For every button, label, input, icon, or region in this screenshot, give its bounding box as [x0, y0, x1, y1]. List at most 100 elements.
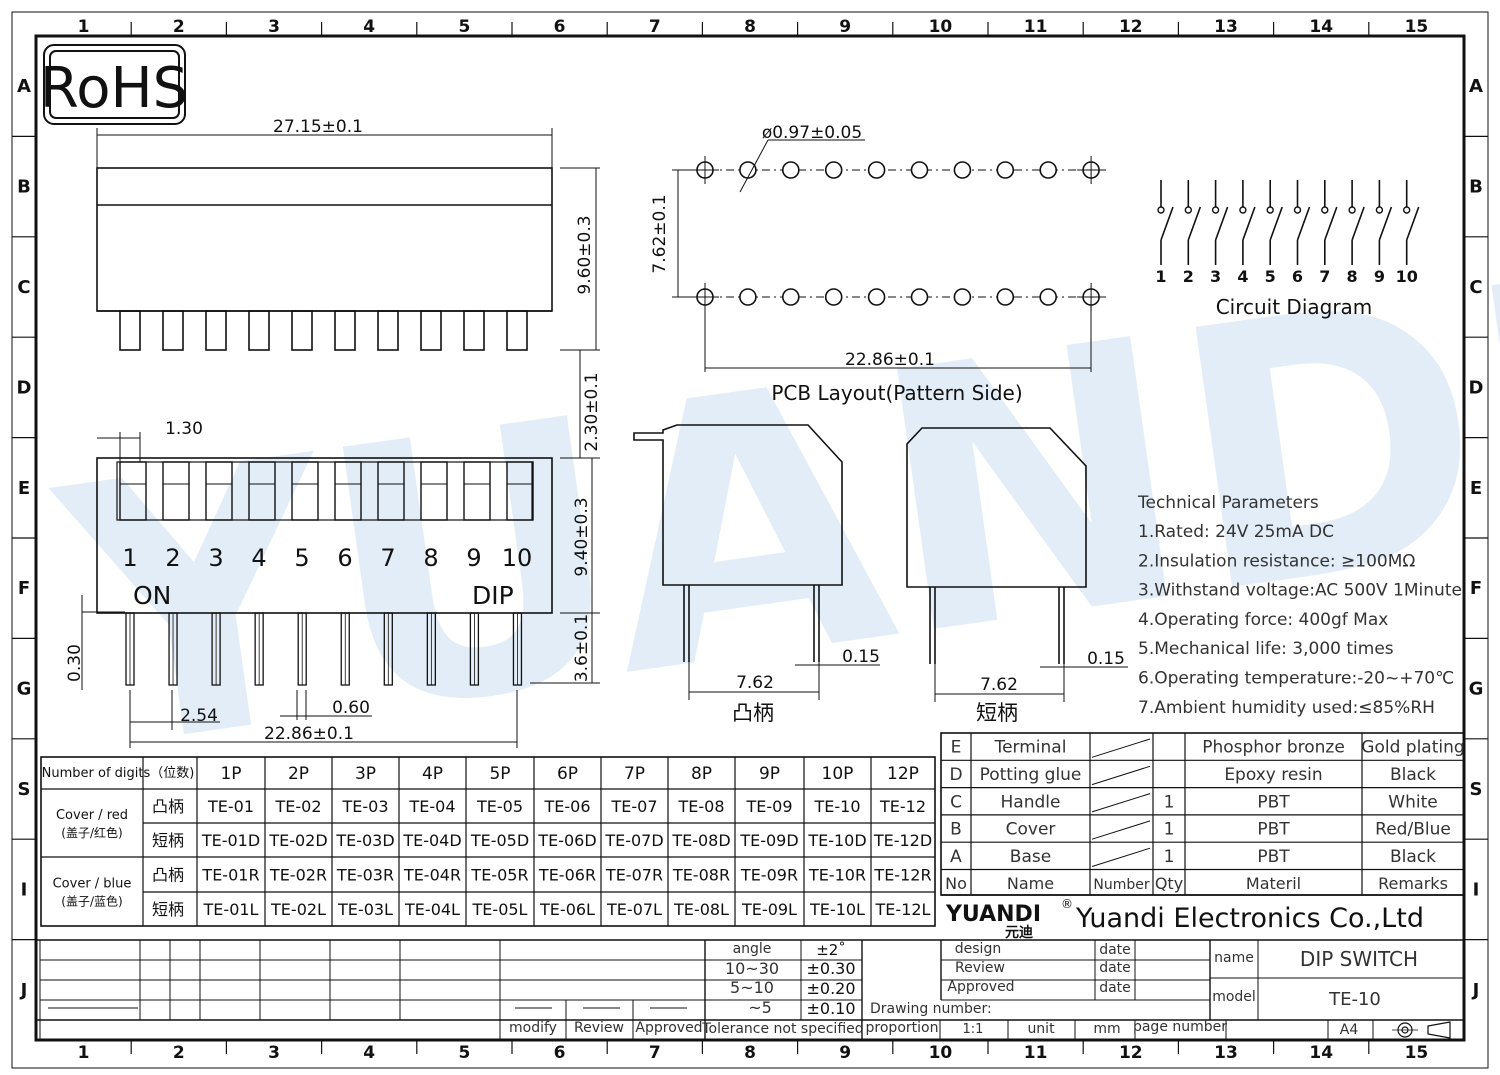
switch-number: 9 [466, 544, 481, 572]
model-cell: TE-08L [673, 900, 729, 919]
bom-cell: Gold plating [1361, 738, 1464, 758]
bom-header-cell: Materil [1246, 874, 1301, 893]
tb-approved2: Approved [947, 979, 1014, 995]
switch-number: 7 [380, 544, 395, 572]
dim-height: 9.60±0.3 [575, 215, 595, 294]
tech-param: 7.Ambient humidity used:≤85%RH [1138, 698, 1435, 718]
tb-proportion: proportion [866, 1020, 939, 1036]
bom-cell: White [1388, 792, 1437, 812]
tb-review: Review [574, 1020, 624, 1036]
model-cell: TE-06L [539, 900, 595, 919]
model-cell: TE-09R [740, 866, 798, 885]
model-cell: TE-09 [745, 797, 792, 816]
circuit-number: 1 [1155, 267, 1166, 286]
frame-col-label: 9 [839, 1043, 851, 1063]
tb-modify: modify [509, 1020, 557, 1036]
model-cell: TE-12D [873, 831, 932, 850]
frame-col-label: 14 [1309, 17, 1333, 37]
frame-row-label: E [1470, 478, 1482, 499]
circuit-switch-arm [1296, 206, 1311, 241]
model-header-cell: 1P [220, 764, 241, 784]
frame-col-label: 6 [554, 1043, 566, 1063]
frame-row-label: F [1470, 578, 1482, 599]
circuit-contact [1184, 206, 1193, 214]
dim-width: 27.15±0.1 [273, 117, 363, 137]
circuit-number: 3 [1210, 267, 1221, 286]
frame-col-label: 7 [649, 1043, 661, 1063]
model-cell: TE-01D [201, 831, 260, 850]
model-row-type: 凸柄 [152, 797, 184, 816]
bom-cell: Cover [1006, 820, 1056, 840]
model-cell: TE-10 [813, 797, 860, 816]
circuit-contact [1239, 206, 1247, 214]
model-cell: TE-07L [606, 900, 662, 919]
pcb-hole [1039, 288, 1057, 306]
switch-number: 6 [337, 544, 352, 572]
frame-col-label: 4 [363, 17, 375, 37]
tb-name-val: DIP SWITCH [1300, 947, 1418, 971]
tb-r3: ~5 [748, 998, 772, 1017]
bom-header-cell: Name [1007, 874, 1054, 893]
switch-slot [463, 461, 491, 521]
circuit-number: 8 [1347, 267, 1358, 286]
bom-cell: A [950, 847, 962, 867]
frame-col-label: 2 [173, 17, 185, 37]
tb-model-label: model [1212, 989, 1256, 1005]
bom-header-cell: Qty [1155, 874, 1183, 893]
model-cell: TE-04L [404, 900, 460, 919]
tb-approved: Approved [635, 1020, 702, 1036]
switch-slot [162, 461, 190, 521]
switch-slot [119, 461, 147, 521]
pcb-hole [867, 288, 886, 306]
switch-number: 10 [502, 544, 533, 572]
frame-row-label: G [1469, 679, 1484, 700]
side-view-raised [633, 424, 880, 700]
frame-row-label: S [1470, 779, 1483, 800]
switch-slot [420, 461, 448, 521]
circuit-contact [1348, 206, 1356, 214]
bom-cell: Base [1010, 847, 1051, 867]
tech-title: Technical Parameters [1137, 493, 1319, 513]
dim-pcb-span: 22.86±0.1 [845, 350, 935, 370]
model-group-label: Cover / red [56, 808, 128, 823]
switch-number: 1 [122, 544, 137, 572]
switch-slot [291, 461, 319, 521]
bom-cell: E [951, 738, 962, 758]
model-header-cell: 10P [822, 764, 854, 784]
model-header-cell: 6P [557, 764, 578, 784]
model-cell: TE-02L [270, 900, 326, 919]
pcb-hole [996, 288, 1015, 306]
bom-cell: PBT [1257, 820, 1290, 840]
model-cell: TE-04 [408, 797, 455, 816]
frame-row-label: S [18, 779, 31, 800]
frame-row-label: B [17, 177, 31, 198]
model-header-cell: 3P [355, 764, 376, 784]
model-cell: TE-12 [879, 797, 926, 816]
bom-slash [1091, 738, 1151, 758]
model-cell: TE-12R [873, 866, 931, 885]
front-pin [463, 310, 485, 351]
bom-cell: D [949, 765, 962, 785]
model-row-type: 短柄 [152, 831, 184, 850]
frame-col-label: 9 [839, 17, 851, 37]
pcb-hole [781, 288, 800, 306]
model-group-label-cn: (盖子/红色) [61, 825, 122, 840]
rohs-logo: RoHS [40, 44, 188, 125]
pcb-hole [996, 161, 1015, 179]
bom-cell: PBT [1257, 847, 1290, 867]
tb-date: date [1099, 960, 1131, 976]
front-pin [420, 310, 442, 351]
model-cell: TE-02D [268, 831, 327, 850]
frame-col-label: 15 [1405, 17, 1429, 37]
switch-number: 4 [251, 544, 266, 572]
circuit-number: 10 [1396, 267, 1418, 286]
model-row-type: 短柄 [152, 900, 184, 919]
bom-cell: Phosphor bronze [1202, 738, 1345, 758]
frame-row-label: D [17, 377, 32, 398]
front-pin [334, 310, 356, 351]
front-pin [291, 310, 313, 351]
tb-model-val: TE-10 [1328, 989, 1381, 1010]
